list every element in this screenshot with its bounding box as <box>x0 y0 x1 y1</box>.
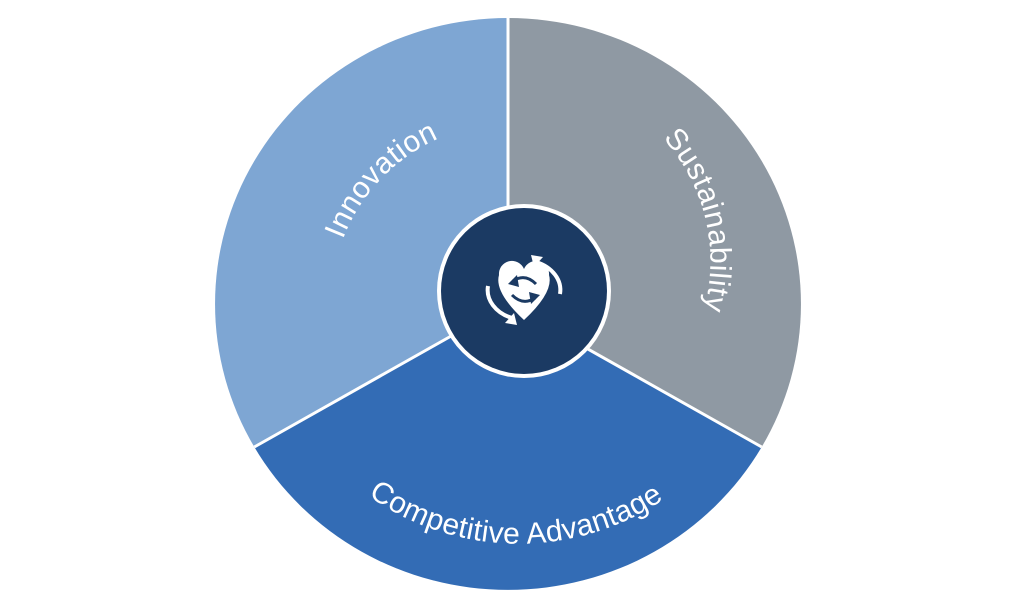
center-hub <box>437 204 611 378</box>
segment-competitive-advantage-wedge <box>254 304 762 590</box>
segment-innovation <box>215 18 508 447</box>
segment-innovation-wedge <box>215 18 508 447</box>
recycle-heart-icon <box>485 255 563 325</box>
segment-competitive-advantage <box>254 304 762 590</box>
